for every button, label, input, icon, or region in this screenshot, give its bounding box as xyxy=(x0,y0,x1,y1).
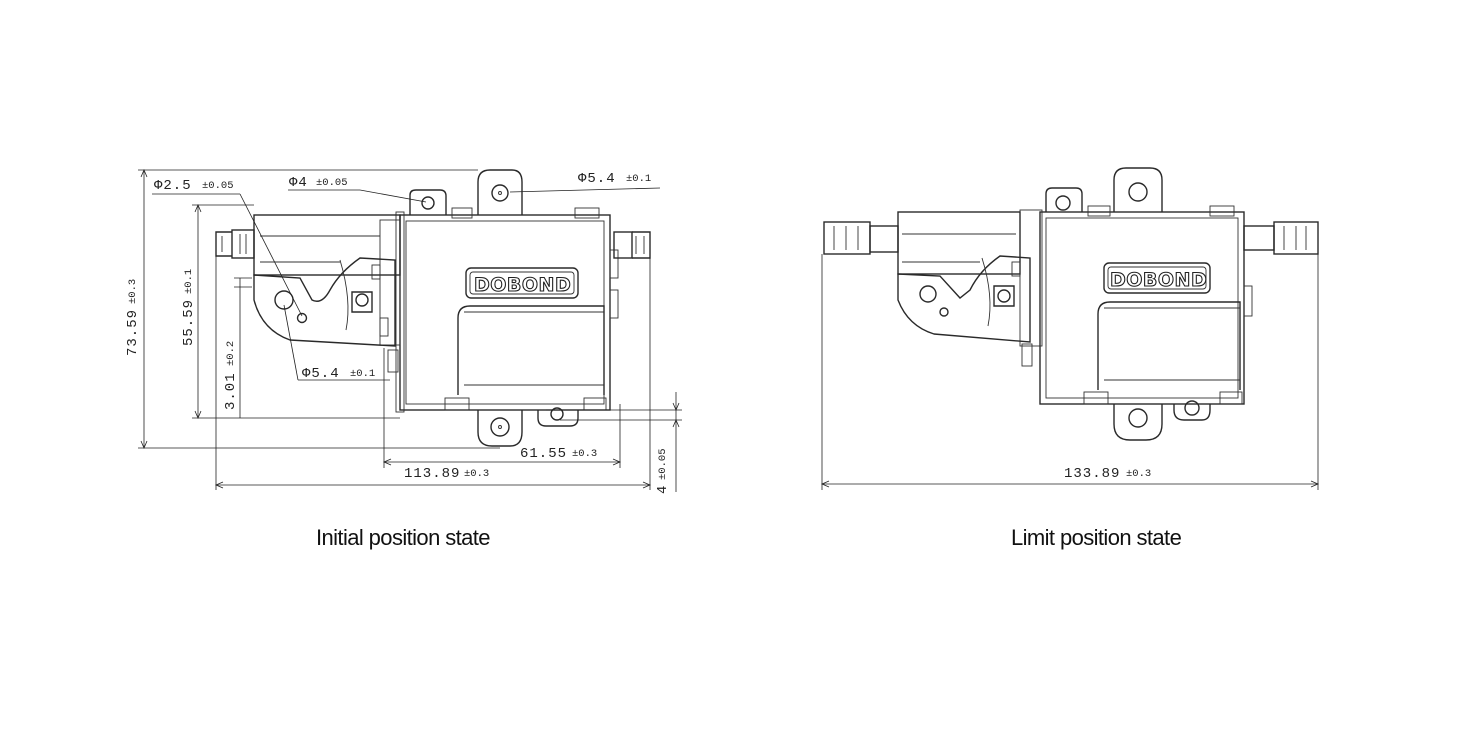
dim-thickness-value: 4 xyxy=(655,485,671,494)
dim-thickness-tol: ±0.05 xyxy=(657,448,669,480)
dimension-lines-initial xyxy=(138,168,682,492)
dim-width-total-tol: ±0.3 xyxy=(464,468,489,480)
dim-width-total-value: 113.89 xyxy=(404,466,460,482)
actuator-drawing-limit: DOBOND xyxy=(823,167,1319,441)
dim-hole-small-value: Φ2.5 xyxy=(154,178,192,194)
dim-hole-top-value: Φ5.4 xyxy=(578,171,616,187)
dim-offset-value: 3.01 xyxy=(223,372,239,410)
dimension-lines-limit xyxy=(820,254,1320,490)
dim-height-body-value: 55.59 xyxy=(181,299,197,346)
dim-width-mid-tol: ±0.3 xyxy=(572,448,597,460)
brand-logo-left: DOBOND xyxy=(474,274,571,296)
dim-limit-width-tol: ±0.3 xyxy=(1126,468,1151,480)
dim-hole-low-tol: ±0.1 xyxy=(350,368,375,380)
dim-height-total-tol: ±0.3 xyxy=(127,279,139,304)
dim-hole-top-tol: ±0.1 xyxy=(626,173,651,185)
dim-hole-small-tol: ±0.05 xyxy=(202,180,234,192)
dim-offset-tol: ±0.2 xyxy=(225,341,237,366)
dim-height-total-value: 73.59 xyxy=(125,309,141,356)
dim-limit-width-value: 133.89 xyxy=(1064,466,1120,482)
dim-width-mid-value: 61.55 xyxy=(520,446,567,462)
dim-height-body-tol: ±0.1 xyxy=(183,269,195,294)
brand-logo-right: DOBOND xyxy=(1110,269,1207,291)
dim-hole-low-value: Φ5.4 xyxy=(302,366,340,382)
actuator-drawing-initial: DOBOND xyxy=(215,169,651,447)
caption-initial-position: Initial position state xyxy=(316,525,490,550)
dim-hole-mid-tol: ±0.05 xyxy=(316,177,348,189)
caption-limit-position: Limit position state xyxy=(1011,525,1182,550)
dim-hole-mid-value: Φ4 xyxy=(289,175,308,191)
